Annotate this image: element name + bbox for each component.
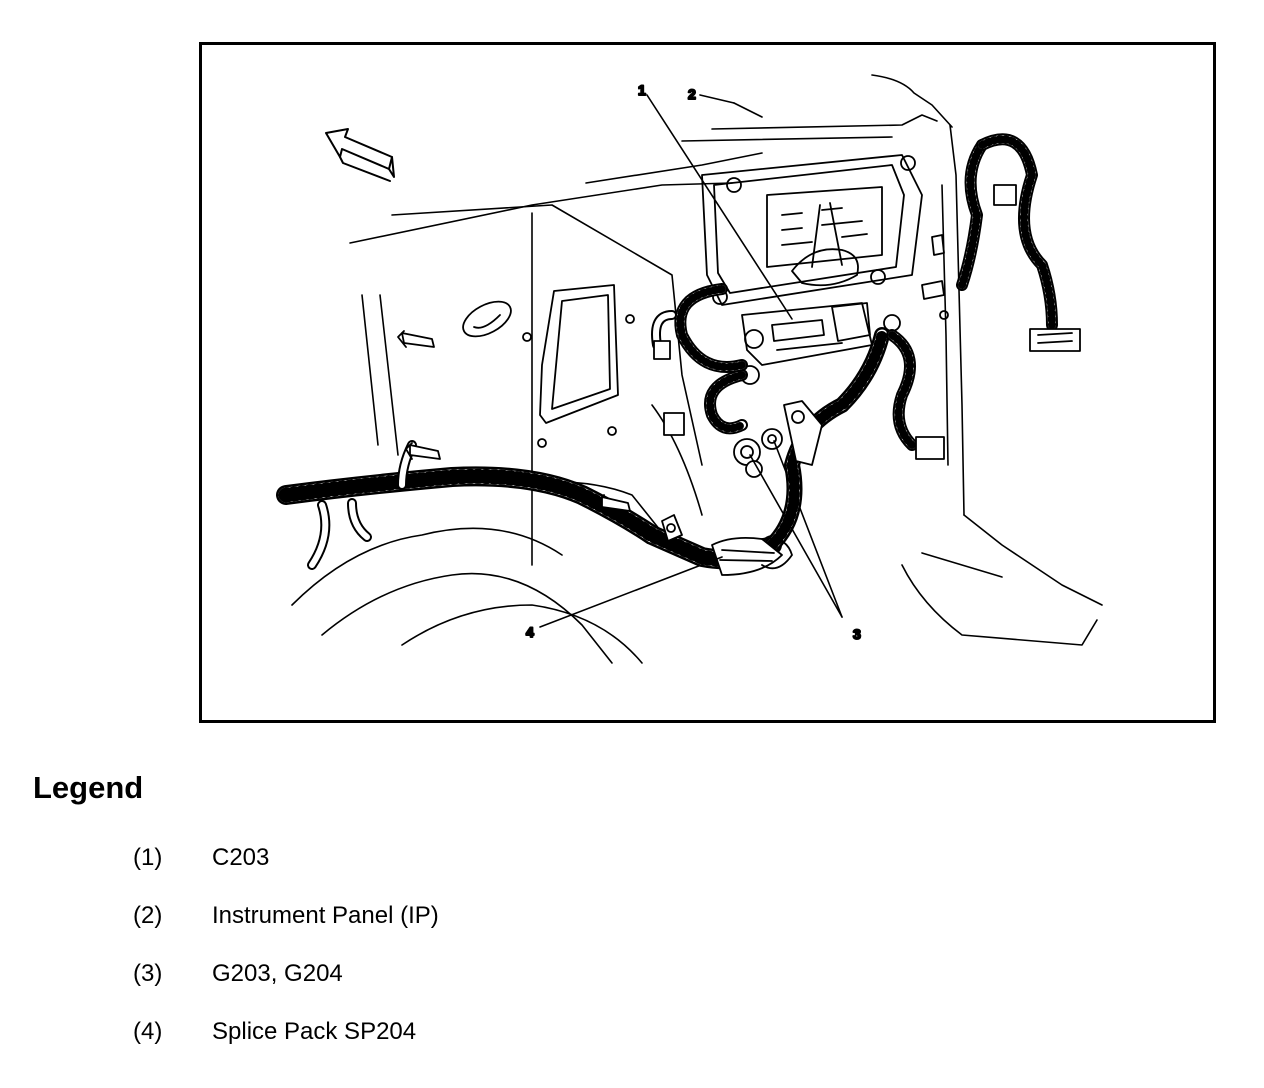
- callout-3: 3: [853, 626, 861, 642]
- connector-c203: [740, 302, 901, 385]
- instrument-panel: [701, 154, 923, 306]
- legend-item-c203: (1) C203: [0, 842, 900, 874]
- legend-text: Instrument Panel (IP): [212, 902, 439, 929]
- legend-text: Splice Pack SP204: [212, 1018, 417, 1045]
- legend-item-ground-points: (3) G203, G204: [0, 958, 900, 990]
- legend-number: (3): [133, 960, 163, 987]
- legend-title: Legend: [33, 770, 144, 805]
- forward-arrow-icon: [325, 128, 395, 182]
- legend-item-splice-pack: (4) Splice Pack SP204: [0, 1016, 900, 1048]
- ground-points: [733, 400, 823, 478]
- callout-2: 2: [688, 86, 696, 102]
- legend-text: C203: [212, 844, 270, 871]
- callout-4: 4: [526, 624, 534, 640]
- legend-number: (1): [133, 844, 163, 871]
- fasteners: [397, 310, 949, 512]
- splice-pack-sp204: [661, 514, 793, 576]
- body-panel-outline: [291, 74, 1103, 664]
- access-cover: [462, 284, 619, 424]
- legend-text: G203, G204: [212, 960, 343, 987]
- wiring-diagram: 1 2 3 4: [276, 74, 1103, 664]
- legend-number: (4): [133, 1018, 163, 1045]
- wiring-harness: [276, 133, 1058, 570]
- leader-lines: [539, 94, 843, 628]
- legend-number: (2): [133, 902, 163, 929]
- legend-item-instrument-panel: (2) Instrument Panel (IP): [0, 900, 900, 932]
- callout-1: 1: [638, 82, 646, 98]
- harness-connectors: [653, 184, 1081, 460]
- diagram-frame: 1 2 3 4: [199, 42, 1216, 723]
